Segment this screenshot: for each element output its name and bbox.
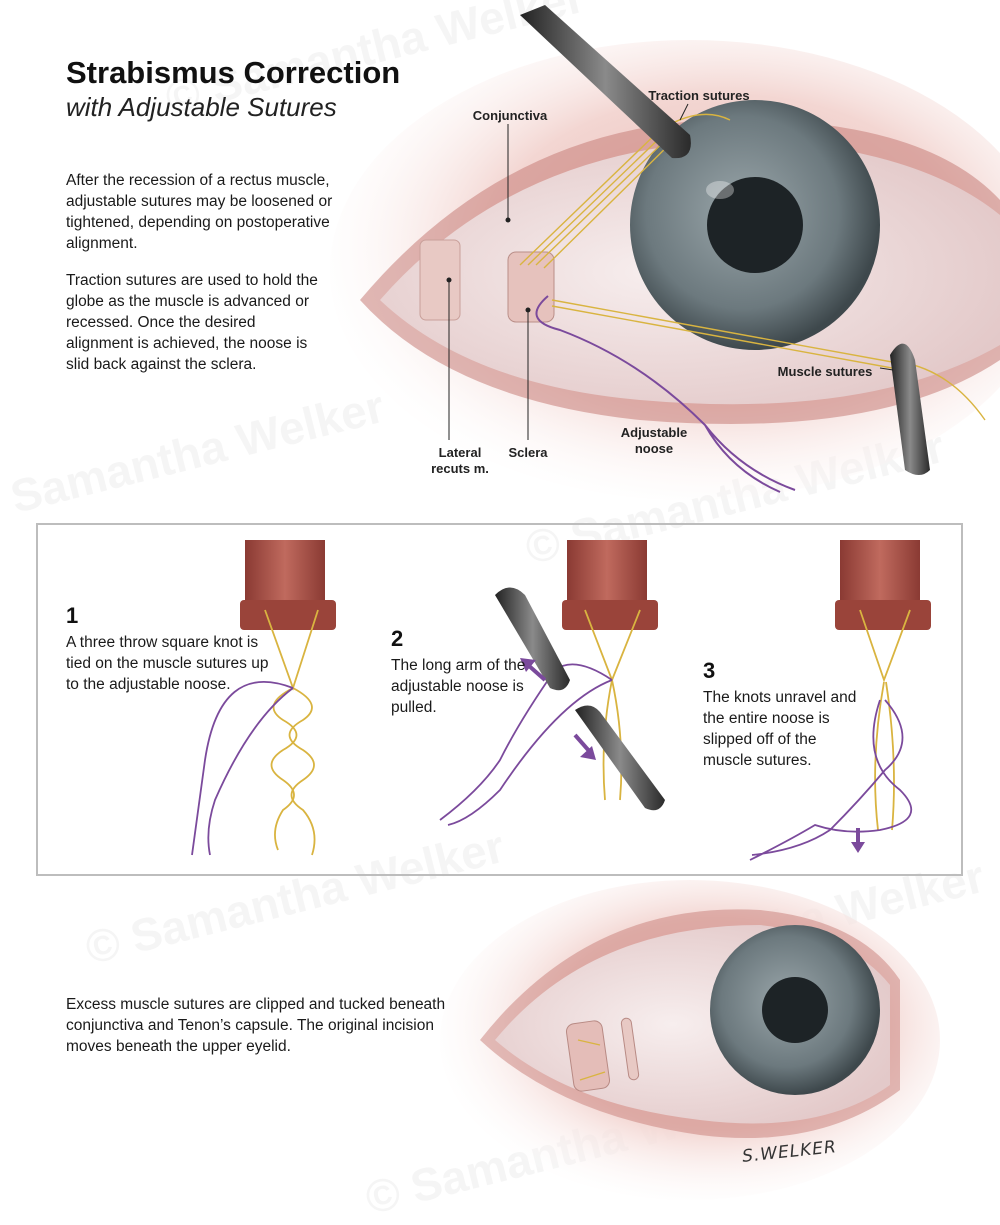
label-adjustable-noose-line-1: Adjustable xyxy=(620,425,688,440)
closing-paragraph: Excess muscle sutures are clipped and tu… xyxy=(66,996,446,1055)
page-title: Strabismus Correction xyxy=(66,55,401,90)
label-traction-sutures: Traction sutures xyxy=(648,88,750,103)
step-2-illustration xyxy=(439,540,665,826)
step-2-number: 2 xyxy=(391,626,404,651)
label-adjustable-noose-line-2: noose xyxy=(634,441,674,456)
label-muscle-sutures: Muscle sutures xyxy=(777,364,873,379)
intro-paragraph-1: After the recession of a rectus muscle, … xyxy=(66,172,333,252)
top-eye-illustration xyxy=(330,5,1000,500)
step-1-illustration xyxy=(191,540,336,856)
step-3-illustration xyxy=(749,540,931,861)
bottom-eye-illustration xyxy=(440,880,940,1200)
step-1-text: A three throw square knot is tied on the… xyxy=(66,634,269,693)
step-1-number: 1 xyxy=(66,603,79,628)
step-3-number: 3 xyxy=(703,658,716,683)
page-subtitle: with Adjustable Sutures xyxy=(66,92,337,122)
label-lateral-rectus: Lateral recuts m. xyxy=(425,445,495,477)
label-lateral-rectus-line-1: Lateral xyxy=(438,445,482,460)
label-lateral-rectus-line-2: recuts m. xyxy=(431,461,489,476)
step-3-text: The knots unravel and the entire noose i… xyxy=(703,689,857,769)
label-sclera: Sclera xyxy=(508,445,548,460)
step-2-text: The long arm of the adjustable noose is … xyxy=(391,657,526,716)
intro-paragraph-2: Traction sutures are used to hold the gl… xyxy=(66,272,318,373)
label-adjustable-noose: Adjustable noose xyxy=(608,425,700,457)
label-conjunctiva: Conjunctiva xyxy=(472,108,548,123)
steps-panel xyxy=(36,523,963,876)
